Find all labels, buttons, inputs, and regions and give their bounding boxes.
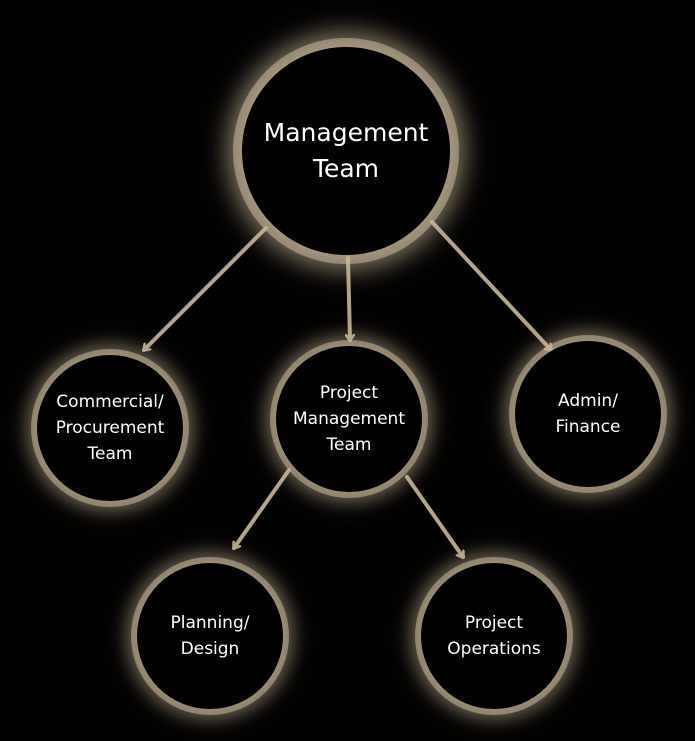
node-project-management-team: Project Management Team (276, 346, 422, 492)
node-planning-design-label: Planning/ Design (170, 613, 250, 659)
arrow-project-management-to-operations (405, 475, 465, 557)
node-management-team-label: Management Team (263, 118, 429, 183)
node-admin-finance-label: Admin/ Finance (555, 391, 621, 437)
node-planning-design: Planning/ Design (137, 563, 283, 709)
node-admin-finance: Admin/ Finance (515, 341, 661, 487)
node-project-operations: Project Operations (421, 563, 567, 709)
node-management-team: Management Team (242, 47, 450, 255)
arrow-root-to-commercial (142, 226, 268, 352)
node-project-management-team-label: Project Management Team (293, 383, 405, 455)
node-commercial-procurement-team-label: Commercial/ Procurement Team (55, 392, 165, 464)
arrow-project-management-to-planning (232, 468, 291, 548)
arrow-root-to-project-management (348, 256, 350, 340)
arrow-root-to-admin (430, 220, 553, 352)
node-commercial-procurement-team: Commercial/ Procurement Team (37, 355, 183, 501)
node-project-operations-label: Project Operations (447, 613, 541, 659)
